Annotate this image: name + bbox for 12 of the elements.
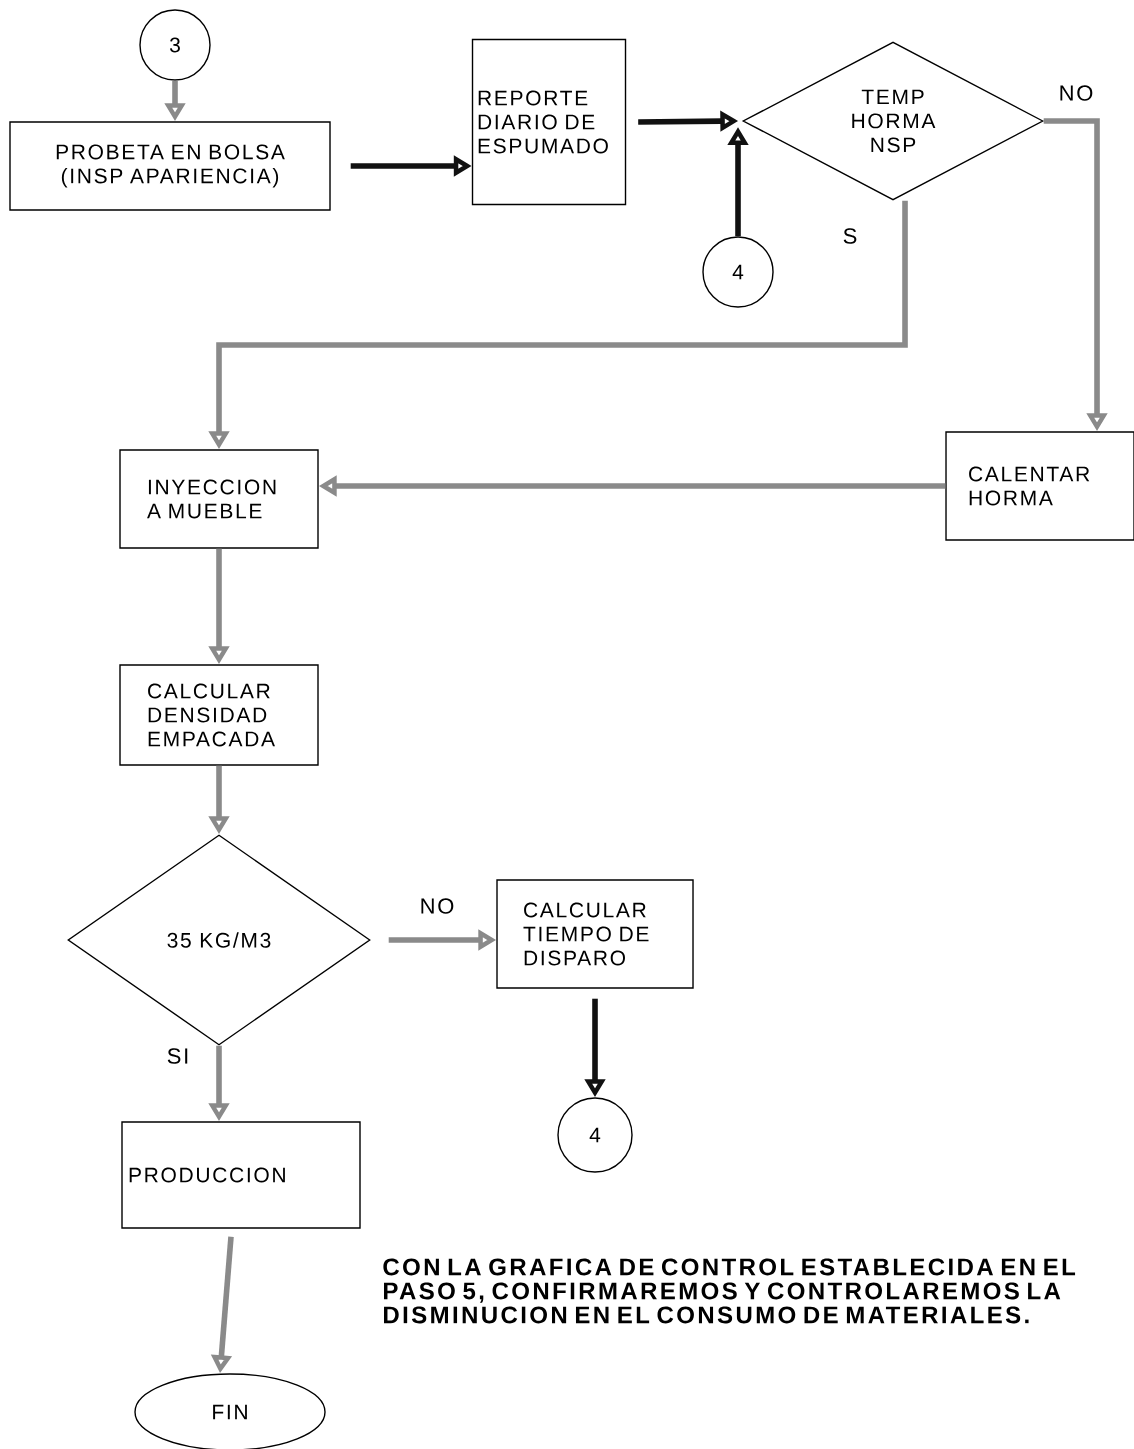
- process-box: PRODUCCION: [121, 1121, 361, 1229]
- edge-label: S: [840, 226, 860, 246]
- edge-label: NO: [1056, 83, 1096, 103]
- process-box: CALCULAR DENSIDAD EMPACADA: [119, 664, 319, 766]
- note-text: CON LA GRAFICA DE CONTROL ESTABLECIDA EN EL PASO 5, CONFIRMAREMOS Y CONTROLAREMOS LA DISMINUCION EN EL CONSUMO DE MATERIALES.: [383, 1258, 1076, 1324]
- process-box: REPORTE DIARIO DE ESPUMADO: [471, 38, 627, 206]
- edge-label: SI: [164, 1046, 192, 1066]
- process-box: CALENTAR HORMA: [945, 431, 1134, 541]
- edge-label: NO: [417, 896, 457, 916]
- process-box: CALCULAR TIEMPO DE DISPARO: [496, 879, 694, 989]
- process-box: PROBETA EN BOLSA (INSP APARIENCIA): [9, 121, 331, 211]
- process-box: INYECCION A MUEBLE: [119, 449, 319, 549]
